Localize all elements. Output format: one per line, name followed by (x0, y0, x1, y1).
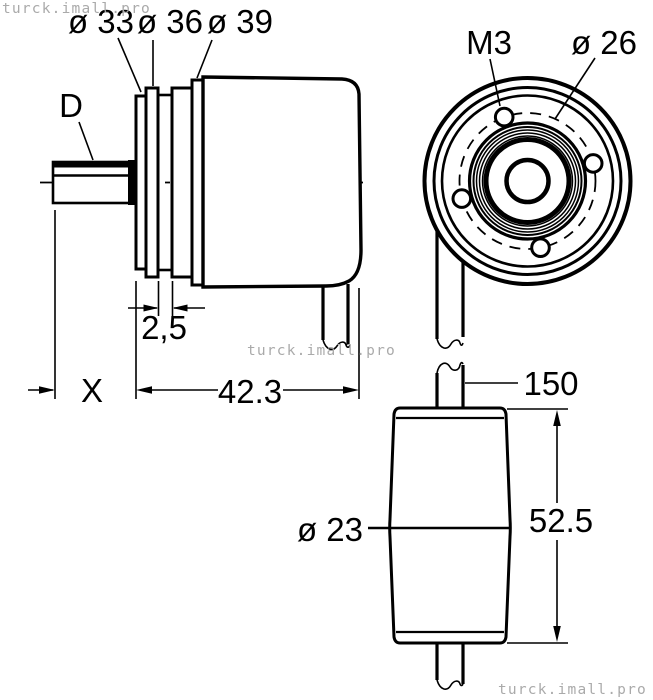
label-52-5: 52.5 (529, 502, 593, 539)
cable-break-squiggle (322, 339, 351, 351)
dimension-x-and-42-3 (28, 210, 360, 399)
label-shaft-d: D (59, 87, 83, 124)
cable-break-squiggle (436, 361, 464, 374)
hub-ring-4 (478, 132, 577, 230)
label-groove-2-5: 2,5 (141, 309, 187, 346)
m3-hole-left (451, 188, 473, 209)
m3-hole-top (493, 106, 515, 128)
label-dia33: ø 33 (68, 3, 134, 40)
m3-hole-right (582, 153, 604, 174)
label-150: 150 (523, 365, 578, 402)
bottom-view: 150 ø 23 52.5 (297, 361, 593, 690)
hub-ring-5 (481, 135, 574, 227)
cable-break-squiggle (436, 338, 464, 349)
side-cable (321, 284, 351, 351)
label-dia36: ø 36 (137, 3, 203, 40)
label-dia23: ø 23 (297, 511, 363, 548)
dimension-52-5 (507, 408, 568, 644)
flange-inner-circle (440, 94, 615, 268)
shaft-collar (128, 160, 138, 205)
flange-ring-rear (170, 86, 195, 279)
watermark-bottom-right: turck.imall.pro (498, 682, 647, 698)
label-m3: M3 (466, 24, 512, 61)
bolt-circle-26 (458, 112, 597, 250)
flange-ring-36 (144, 86, 160, 279)
flange-step-circle (432, 86, 623, 276)
shaft-hole (504, 157, 551, 205)
label-dia26: ø 26 (571, 24, 637, 61)
watermark-top-left: turck.imall.pro (2, 1, 151, 17)
encoder-body (201, 75, 363, 289)
leader-dia26 (554, 57, 596, 120)
label-x: X (81, 372, 103, 409)
connector-cable-top (435, 361, 465, 408)
leader-dia33 (117, 37, 142, 93)
label-42-3: 42.3 (218, 373, 282, 410)
connector-cable-bottom (435, 643, 465, 690)
leader-shaft-d (78, 121, 94, 161)
hub-ring-2 (472, 126, 583, 236)
leader-dia39 (196, 39, 213, 79)
label-dia39: ø 39 (207, 3, 273, 40)
shaft-outline (51, 160, 137, 205)
side-view: ø 33 ø 36 ø 39 D 2,5 X 42.3 (28, 3, 368, 410)
m3-hole-bottom (530, 237, 551, 258)
watermark-middle: turck.imall.pro (247, 343, 396, 359)
hub-ring-3 (475, 129, 580, 233)
front-cable (435, 231, 465, 349)
front-view: M3 ø 26 (422, 24, 637, 349)
dimension-groove-2-5 (128, 281, 205, 316)
leader-m3 (489, 58, 501, 107)
cable-break-squiggle (436, 679, 464, 690)
connector-body (388, 406, 512, 645)
